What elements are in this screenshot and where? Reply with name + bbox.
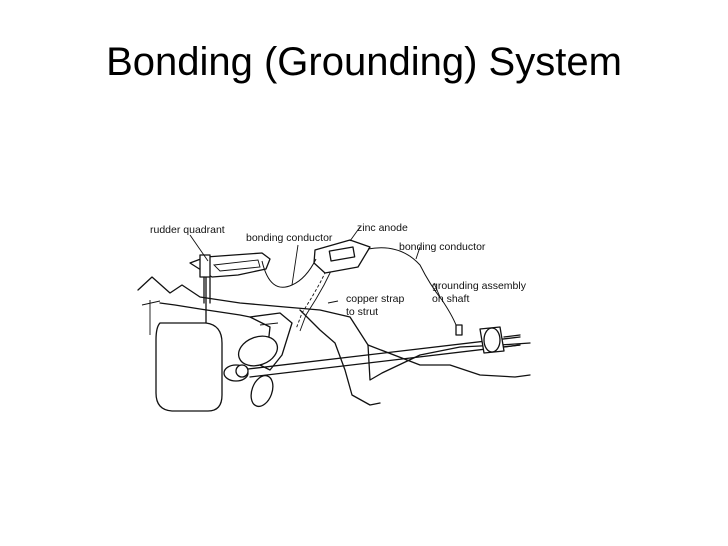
rudder <box>155 274 223 412</box>
label-bonding-conductor-right: bonding conductor <box>399 241 486 253</box>
slide-title: Bonding (Grounding) System <box>106 40 622 84</box>
zinc-anode <box>313 239 371 274</box>
label-copper-strap-line2: to strut <box>346 306 378 318</box>
diagram-canvas: rudder quadrant bonding conductor zinc a… <box>137 222 531 412</box>
label-grounding-assembly-line2: on shaft <box>432 293 469 305</box>
label-bonding-conductor-left: bonding conductor <box>246 232 333 244</box>
hull-outline <box>137 276 531 406</box>
leader-lines <box>189 226 441 304</box>
propeller <box>223 335 279 408</box>
propeller-shaft <box>247 326 521 378</box>
rudder-quadrant <box>189 252 271 304</box>
label-grounding-assembly-line1: grounding assembly <box>432 280 527 292</box>
label-copper-strap-line1: copper strap <box>346 293 405 305</box>
label-zinc-anode: zinc anode <box>357 222 408 234</box>
copper-strap <box>295 266 333 332</box>
label-rudder-quadrant: rudder quadrant <box>150 224 225 236</box>
bonding-system-diagram: rudder quadrant bonding conductor zinc a… <box>120 205 560 430</box>
